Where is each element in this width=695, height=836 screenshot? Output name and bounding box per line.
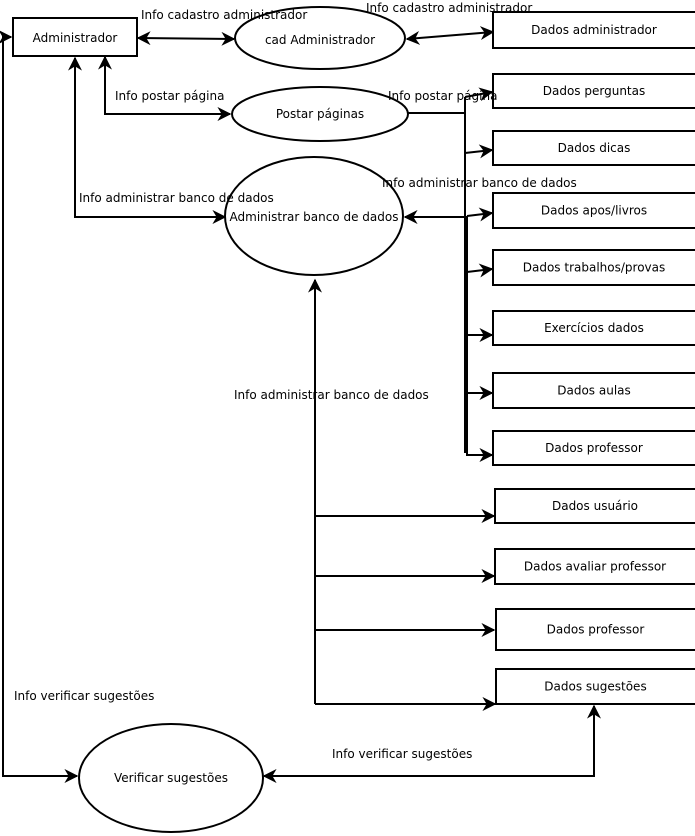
data-store-background: [493, 373, 695, 408]
data-store-outline: [494, 548, 695, 585]
data-store[interactable]: Dados trabalhos/provas: [492, 249, 695, 286]
data-store[interactable]: Dados perguntas: [492, 73, 695, 109]
label-verificar-right: Info verificar sugestões: [332, 747, 472, 761]
data-store-label: Dados professor: [547, 623, 645, 637]
data-store-outline: [492, 372, 695, 409]
data-store-label: Dados aulas: [557, 384, 631, 398]
process-verificar-sugestoes-label: Verificar sugestões: [114, 771, 228, 785]
data-store[interactable]: Dados avaliar professor: [494, 548, 695, 585]
data-store-background: [496, 669, 695, 704]
entity-administrador-label: Administrador: [33, 31, 118, 45]
label-postar-right: Info postar página: [388, 89, 497, 103]
process-postar-paginas[interactable]: Postar páginas: [231, 86, 409, 142]
data-store-background: [493, 311, 695, 345]
process-cad-administrador-label: cad Administrador: [265, 33, 375, 47]
data-store[interactable]: Dados aulas: [492, 372, 695, 409]
flow-to-dados-professor-1: [466, 216, 494, 462]
data-store-background: [493, 131, 695, 165]
process-cad-administrador[interactable]: cad Administrador: [234, 6, 406, 70]
data-store-outline: [492, 192, 695, 229]
data-store-background: [493, 193, 695, 228]
data-store[interactable]: Dados professor: [492, 430, 695, 466]
data-store[interactable]: Dados professor: [495, 608, 695, 651]
label-admin-bd-right: Info administrar banco de dados: [382, 176, 577, 190]
data-store-label: Dados trabalhos/provas: [523, 261, 666, 275]
process-verificar-sugestoes[interactable]: Verificar sugestões: [78, 723, 264, 833]
data-store-background: [493, 250, 695, 285]
data-store-outline: [495, 608, 695, 651]
data-store-background: [495, 549, 695, 584]
data-store-outline: [492, 73, 695, 109]
data-store-outline: [492, 130, 695, 166]
data-store-label: Dados professor: [545, 441, 643, 455]
data-store-outline: [492, 11, 695, 49]
data-store-outline: [494, 488, 695, 524]
data-store-label: Dados avaliar professor: [524, 560, 666, 574]
data-store-outline: [492, 249, 695, 286]
flow-admin-verificar: [0, 30, 79, 783]
flow-verificar-sugestoes: [262, 704, 601, 783]
label-postar-left: Info postar página: [115, 89, 224, 103]
data-store-label: Dados sugestões: [544, 680, 646, 694]
data-store-label: Dados usuário: [552, 499, 638, 513]
label-verificar-left: Info verificar sugestões: [14, 689, 154, 703]
data-store-label: Dados apos/livros: [541, 204, 647, 218]
data-store[interactable]: Exercícios dados: [492, 310, 695, 346]
data-store-background: [493, 12, 695, 48]
data-store-label: Dados administrador: [531, 23, 657, 37]
flow-to-dados-apos: [466, 207, 494, 222]
data-store-label: Dados perguntas: [543, 84, 645, 98]
data-store[interactable]: Dados dicas: [492, 130, 695, 166]
data-store-label: Exercícios dados: [544, 321, 644, 335]
flow-cad-dados-admin: [405, 26, 495, 45]
data-store-outline: [492, 310, 695, 346]
flow-to-dados-dicas: [464, 144, 494, 159]
data-store-outline: [492, 430, 695, 466]
data-store-background: [495, 489, 695, 523]
data-store[interactable]: Dados administrador: [492, 11, 695, 49]
flow-admin-cad: [136, 31, 236, 46]
data-store-background: [493, 431, 695, 465]
data-store[interactable]: Dados sugestões: [495, 668, 695, 705]
label-admin-bd-mid: Info administrar banco de dados: [234, 388, 429, 402]
data-store[interactable]: Dados usuário: [494, 488, 695, 524]
entity-administrador[interactable]: Administrador: [12, 17, 138, 57]
flow-to-dados-trabalhos: [466, 263, 494, 278]
data-store-background: [493, 74, 695, 108]
process-postar-paginas-label: Postar páginas: [276, 107, 364, 121]
flow-admin-postar: [98, 55, 232, 121]
label-cadastro-left: Info cadastro administrador: [141, 8, 307, 22]
process-administrar-bd-label: Administrar banco de dados: [230, 210, 399, 224]
data-store-outline: [495, 668, 695, 705]
label-admin-bd-left: Info administrar banco de dados: [79, 191, 274, 205]
data-store-label: Dados dicas: [558, 141, 631, 155]
process-administrar-bd[interactable]: Administrar banco de dados: [224, 156, 404, 276]
data-store[interactable]: Dados apos/livros: [492, 192, 695, 229]
label-cadastro-right: Info cadastro administrador: [366, 1, 532, 15]
flow-to-dados-perguntas: [464, 87, 494, 102]
data-store-background: [496, 609, 695, 650]
